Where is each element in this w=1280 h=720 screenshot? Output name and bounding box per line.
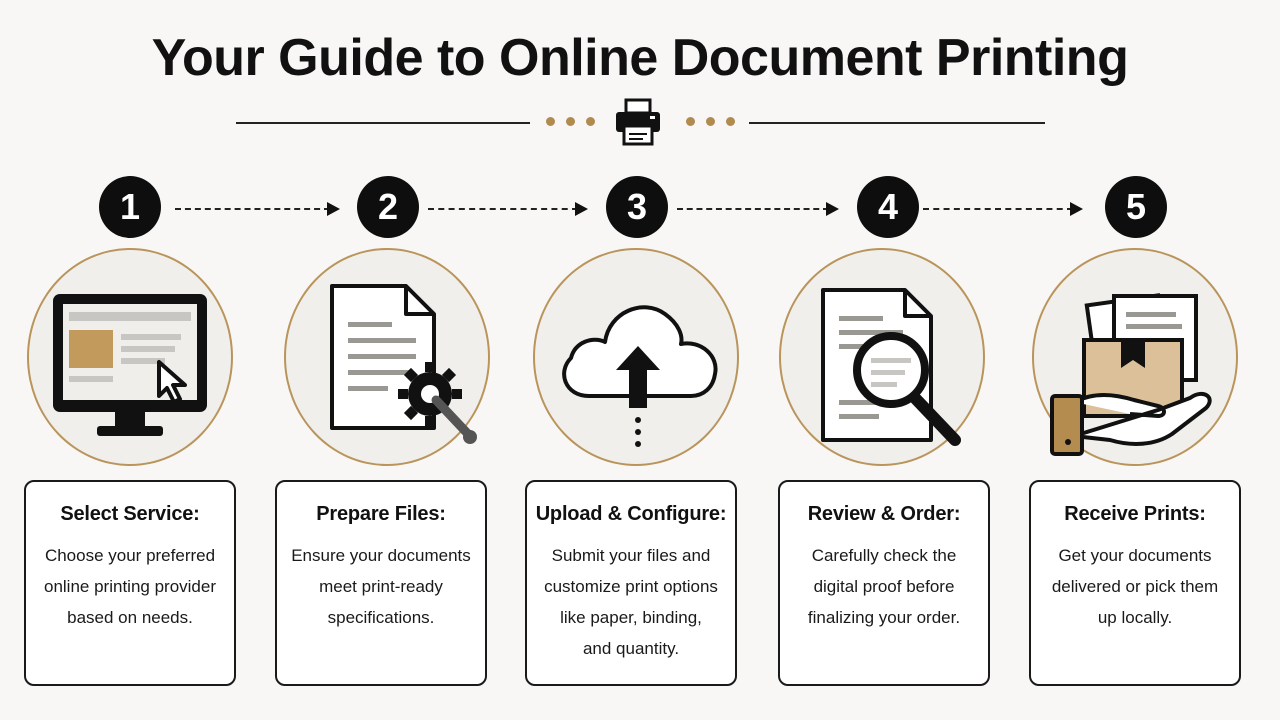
step-1-description: Choose your preferred online printing pr… bbox=[44, 546, 216, 627]
cloud-upload-icon bbox=[562, 305, 718, 447]
step-4-card: Review & Order: Carefully check the digi… bbox=[778, 480, 990, 686]
step-2-card: Prepare Files: Ensure your documents mee… bbox=[275, 480, 487, 686]
step-2-title: Prepare Files: bbox=[316, 503, 446, 525]
step-2-icon-circle bbox=[284, 248, 490, 466]
divider-dots-right bbox=[686, 117, 735, 126]
step-3-card: Upload & Configure: Submit your files an… bbox=[525, 480, 737, 686]
step-3-description: Submit your files and customize print op… bbox=[544, 546, 718, 658]
step-1-number: 1 bbox=[99, 176, 161, 238]
arrow-3-to-4 bbox=[677, 202, 839, 216]
document-gear-icon bbox=[330, 284, 477, 444]
arrow-4-to-5 bbox=[923, 202, 1083, 216]
step-2-description: Ensure your documents meet print-ready s… bbox=[291, 546, 471, 627]
step-5-number: 5 bbox=[1105, 176, 1167, 238]
package-hand-icon bbox=[1050, 293, 1212, 456]
arrow-1-to-2 bbox=[175, 202, 340, 216]
step-4-icon-circle bbox=[779, 248, 985, 466]
printer-icon bbox=[616, 98, 660, 146]
page-title: Your Guide to Online Document Printing bbox=[151, 29, 1129, 87]
step-3-title: Upload & Configure: bbox=[535, 503, 727, 525]
step-3-number: 3 bbox=[606, 176, 668, 238]
step-1-title: Select Service: bbox=[60, 503, 200, 525]
document-magnifier-icon bbox=[821, 288, 961, 446]
step-5-icon-circle bbox=[1032, 248, 1238, 466]
step-1-icon-circle bbox=[27, 248, 233, 466]
step-5-description: Get your documents delivered or pick the… bbox=[1051, 546, 1219, 627]
step-4-description: Carefully check the digital proof before… bbox=[807, 546, 961, 627]
step-4-number: 4 bbox=[857, 176, 919, 238]
step-5-title: Receive Prints: bbox=[1064, 503, 1206, 525]
step-1-card: Select Service: Choose your preferred on… bbox=[24, 480, 236, 686]
step-2-number: 2 bbox=[357, 176, 419, 238]
divider-dots-left bbox=[546, 117, 595, 126]
step-4-title: Review & Order: bbox=[807, 503, 961, 525]
divider-left bbox=[236, 122, 530, 124]
step-3-icon-circle bbox=[533, 248, 739, 466]
arrow-2-to-3 bbox=[428, 202, 588, 216]
step-5-card: Receive Prints: Get your documents deliv… bbox=[1029, 480, 1241, 686]
divider-right bbox=[749, 122, 1045, 124]
monitor-cursor-icon bbox=[53, 294, 207, 436]
